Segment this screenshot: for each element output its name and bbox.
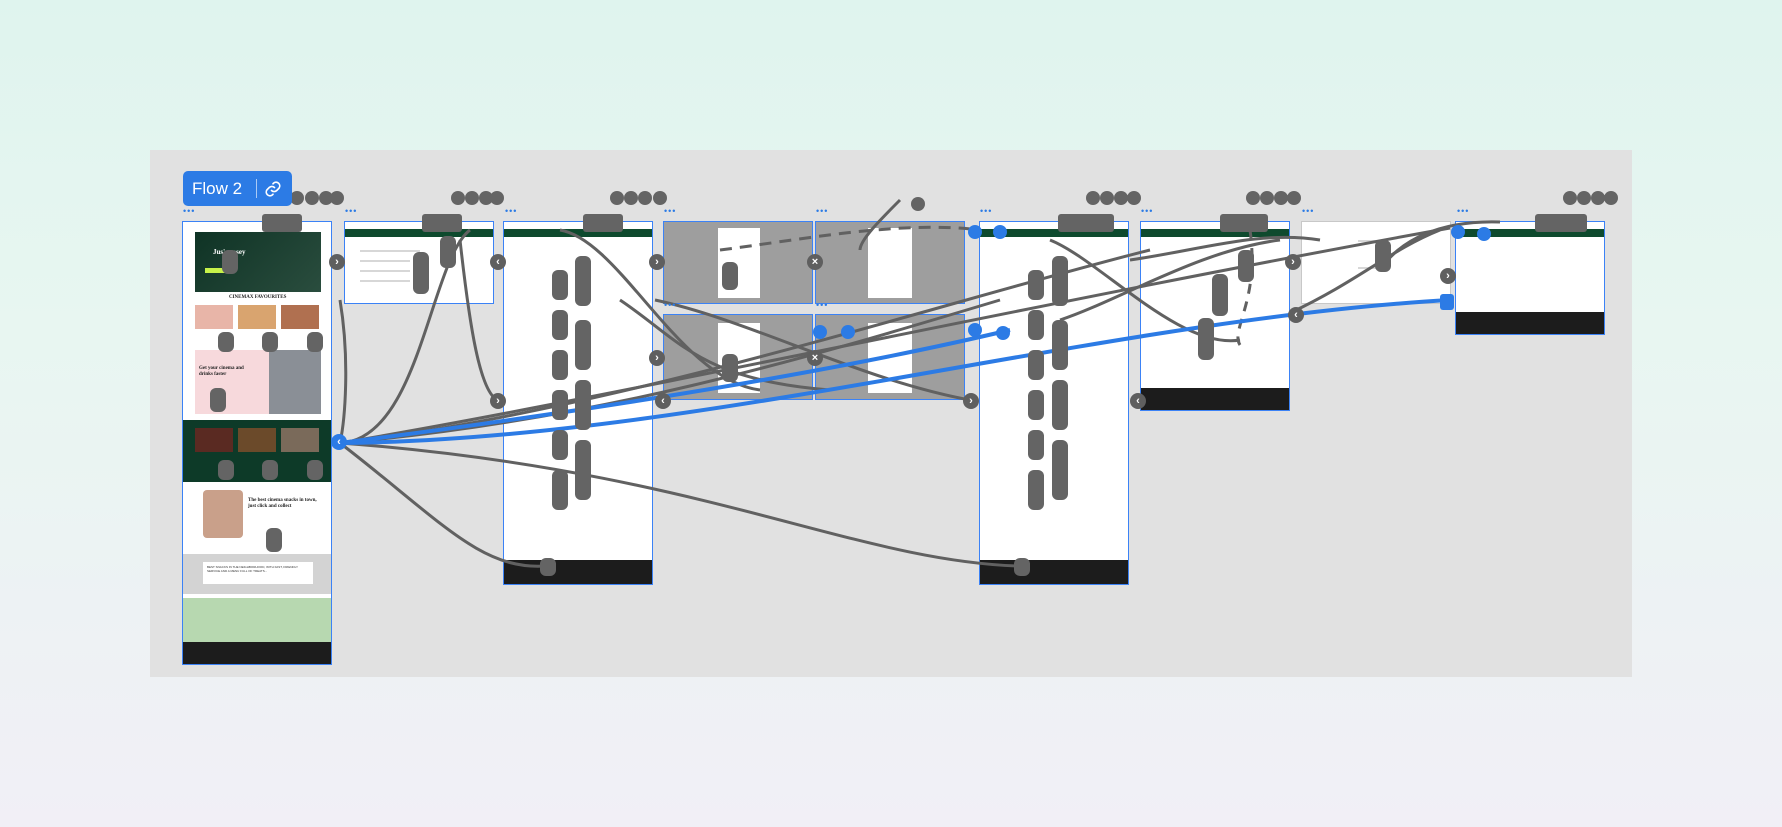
hero-cta-button[interactable] <box>205 268 225 273</box>
next-arrow-icon[interactable]: › <box>1285 254 1301 270</box>
prev-arrow-icon[interactable]: ‹ <box>655 393 671 409</box>
checkout-footer <box>1141 388 1289 411</box>
frame-confirmation[interactable] <box>1455 221 1605 335</box>
next-arrow-icon[interactable]: › <box>963 393 979 409</box>
band-thumb-1[interactable] <box>195 428 233 452</box>
frame-checkout[interactable] <box>1140 221 1290 411</box>
home-section-title: CINEMAX FAVOURITES <box>229 295 286 300</box>
frame-menu-2[interactable] <box>979 221 1129 585</box>
favourite-thumb-1[interactable] <box>195 305 233 329</box>
favourite-thumb-2[interactable] <box>238 305 276 329</box>
frame-home[interactable]: Jus' mosey CINEMAX FAVOURITES Get your c… <box>182 221 332 665</box>
frame-handle[interactable]: ••• <box>664 300 676 310</box>
band-thumb-2[interactable] <box>238 428 276 452</box>
promo-image <box>269 350 321 414</box>
frame-2[interactable] <box>344 221 494 304</box>
next-arrow-icon[interactable]: › <box>649 254 665 270</box>
next-arrow-icon[interactable]: › <box>649 350 665 366</box>
prev-arrow-icon[interactable]: ‹ <box>1288 307 1304 323</box>
collapse-icon[interactable]: × <box>807 350 823 366</box>
map-section[interactable] <box>183 598 331 642</box>
prev-arrow-icon[interactable]: ‹ <box>1130 393 1146 409</box>
flow-label: Flow 2 <box>192 179 242 199</box>
app-title: The best cinema snacks in town, just cli… <box>248 498 320 510</box>
prev-arrow-icon[interactable]: ‹ <box>490 254 506 270</box>
badge-divider <box>256 179 257 198</box>
menu-1-footer <box>504 560 652 585</box>
frame-handle[interactable]: ••• <box>183 206 195 216</box>
prev-arrow-icon[interactable]: ‹ <box>331 434 347 450</box>
home-hero-text: Jus' mosey <box>213 248 245 256</box>
link-icon[interactable] <box>264 180 282 198</box>
frame-handle[interactable]: ••• <box>980 206 992 216</box>
frame-popup-a1[interactable] <box>663 221 813 304</box>
frame-handle[interactable]: ••• <box>816 300 828 310</box>
frame-handle[interactable]: ••• <box>664 206 676 216</box>
confirmation-footer <box>1456 312 1604 335</box>
frame-popup-b1[interactable] <box>815 221 965 304</box>
frame-popup-a2[interactable] <box>663 314 813 400</box>
next-arrow-icon[interactable]: › <box>1440 268 1456 284</box>
frame-handle[interactable]: ••• <box>816 206 828 216</box>
menu-2-footer <box>980 560 1128 585</box>
quote-text: BEST SNACKS IN THE NEIGHBORHOOD, WITH FA… <box>207 565 307 573</box>
frame-handle[interactable]: ••• <box>1457 206 1469 216</box>
collapse-icon[interactable]: × <box>807 254 823 270</box>
frame-handle[interactable]: ••• <box>345 206 357 216</box>
next-arrow-icon[interactable]: › <box>329 254 345 270</box>
next-arrow-icon[interactable]: › <box>490 393 506 409</box>
frame-handle[interactable]: ••• <box>505 206 517 216</box>
frame-7[interactable] <box>1301 221 1451 304</box>
phone-image <box>203 490 243 538</box>
favourite-thumb-3[interactable] <box>281 305 319 329</box>
promo-title: Get your cinema and drinks faster <box>199 366 244 378</box>
frame-handle[interactable]: ••• <box>1302 206 1314 216</box>
flow-badge[interactable]: Flow 2 <box>183 171 292 206</box>
band-thumb-3[interactable] <box>281 428 319 452</box>
home-hero <box>195 232 321 292</box>
home-footer <box>183 642 331 665</box>
frame-handle[interactable]: ••• <box>1141 206 1153 216</box>
promo-section <box>195 350 269 414</box>
frame-popup-b2[interactable] <box>815 314 965 400</box>
frame-menu-1[interactable] <box>503 221 653 585</box>
